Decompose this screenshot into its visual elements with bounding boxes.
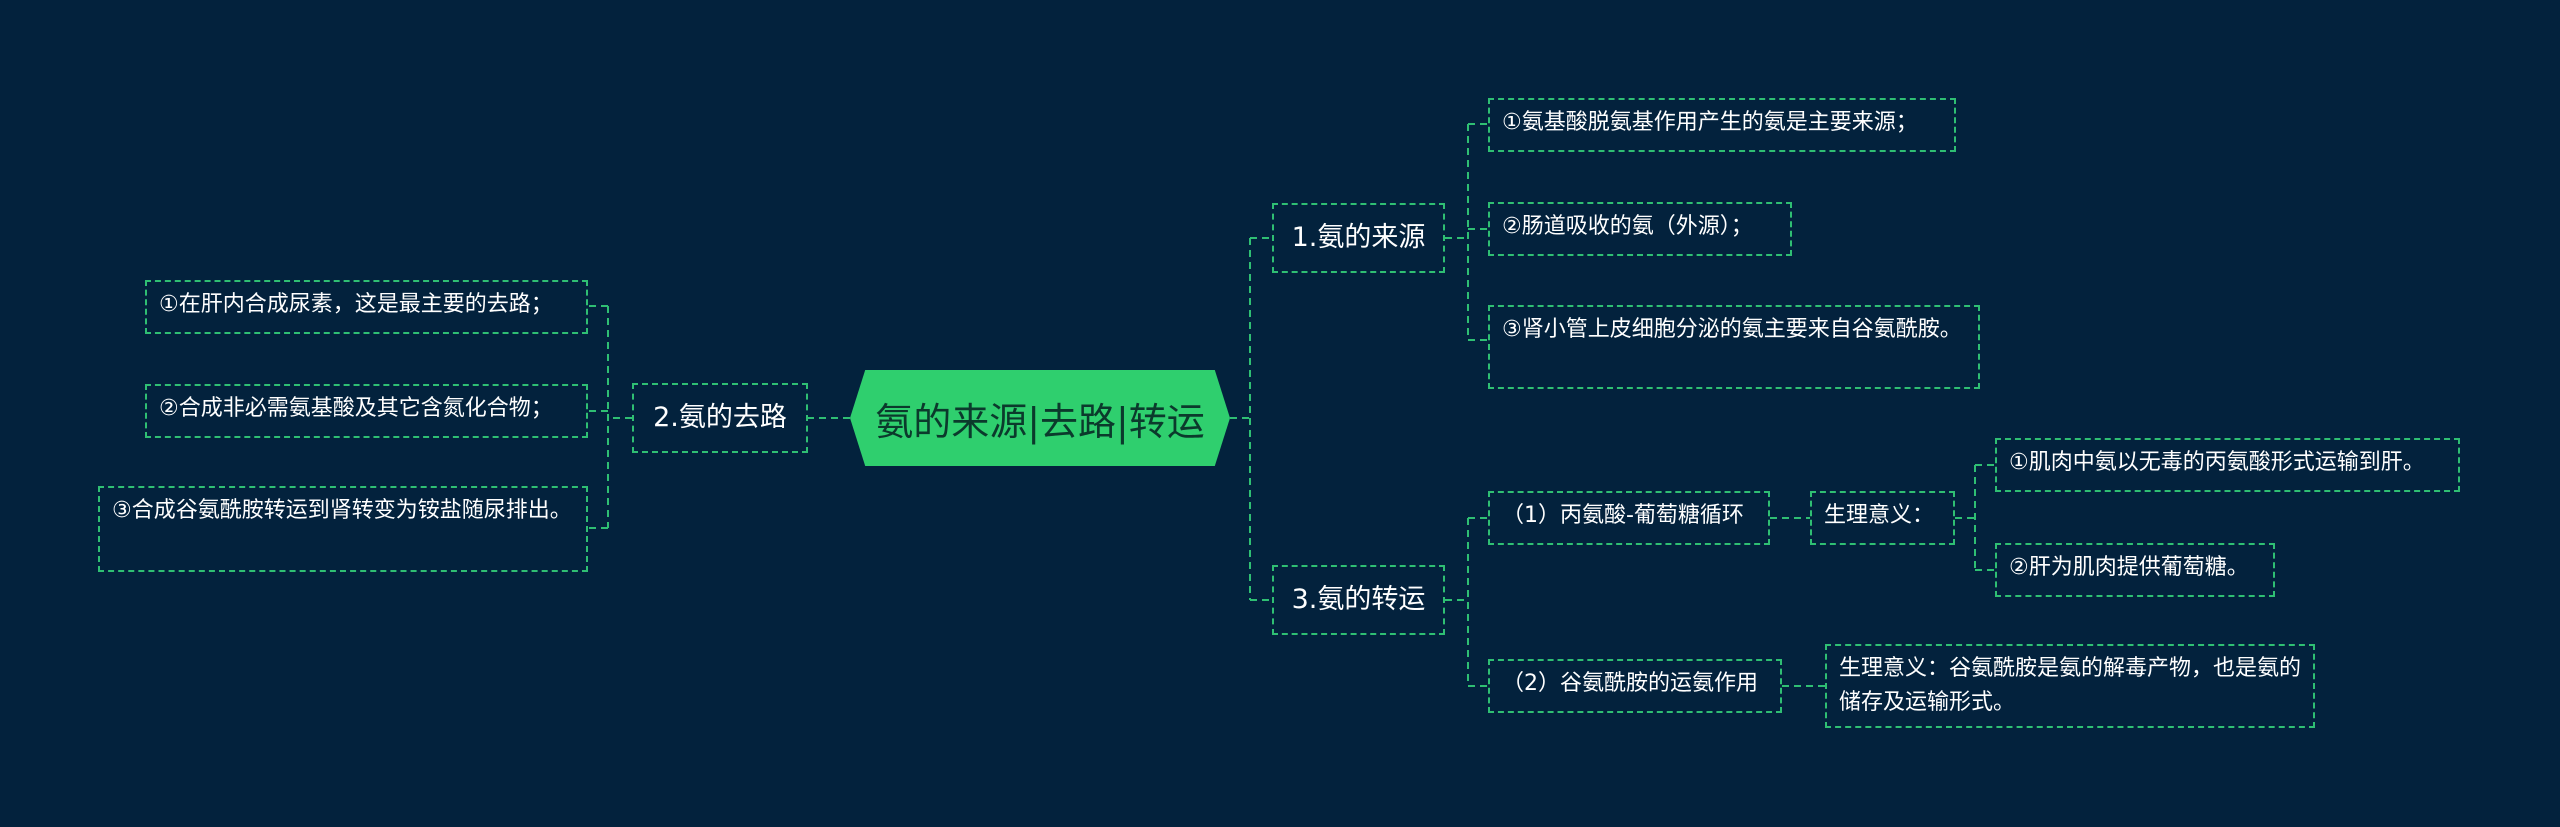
alanine-glucose-cycle[interactable]: （1）丙氨酸-葡萄糖循环: [1488, 491, 1770, 545]
glutamine-transport[interactable]: （2）谷氨酰胺的运氨作用: [1488, 659, 1782, 713]
source-item-3[interactable]: ③肾小管上皮细胞分泌的氨主要来自谷氨酰胺。: [1488, 305, 1980, 389]
root-topic[interactable]: 氨的来源|去路|转运: [850, 370, 1230, 466]
topic-ammonia-source[interactable]: 1.氨的来源: [1272, 203, 1445, 273]
topic-ammonia-fate[interactable]: 2.氨的去路: [632, 383, 808, 453]
source-item-1[interactable]: ①氨基酸脱氨基作用产生的氨是主要来源；: [1488, 98, 1956, 152]
glutamine-significance[interactable]: 生理意义：谷氨酰胺是氨的解毒产物，也是氨的储存及运输形式。: [1825, 644, 2315, 728]
source-item-2[interactable]: ②肠道吸收的氨（外源）；: [1488, 202, 1792, 256]
fate-item-2[interactable]: ②合成非必需氨基酸及其它含氮化合物；: [145, 384, 588, 438]
topic-ammonia-transport[interactable]: 3.氨的转运: [1272, 565, 1445, 635]
fate-item-1[interactable]: ①在肝内合成尿素，这是最主要的去路；: [145, 280, 588, 334]
alanine-significance-label[interactable]: 生理意义：: [1810, 491, 1955, 545]
fate-item-3[interactable]: ③合成谷氨酰胺转运到肾转变为铵盐随尿排出。: [98, 486, 588, 572]
alanine-significance-item-1[interactable]: ①肌肉中氨以无毒的丙氨酸形式运输到肝。: [1995, 438, 2460, 492]
alanine-significance-item-2[interactable]: ②肝为肌肉提供葡萄糖。: [1995, 543, 2275, 597]
